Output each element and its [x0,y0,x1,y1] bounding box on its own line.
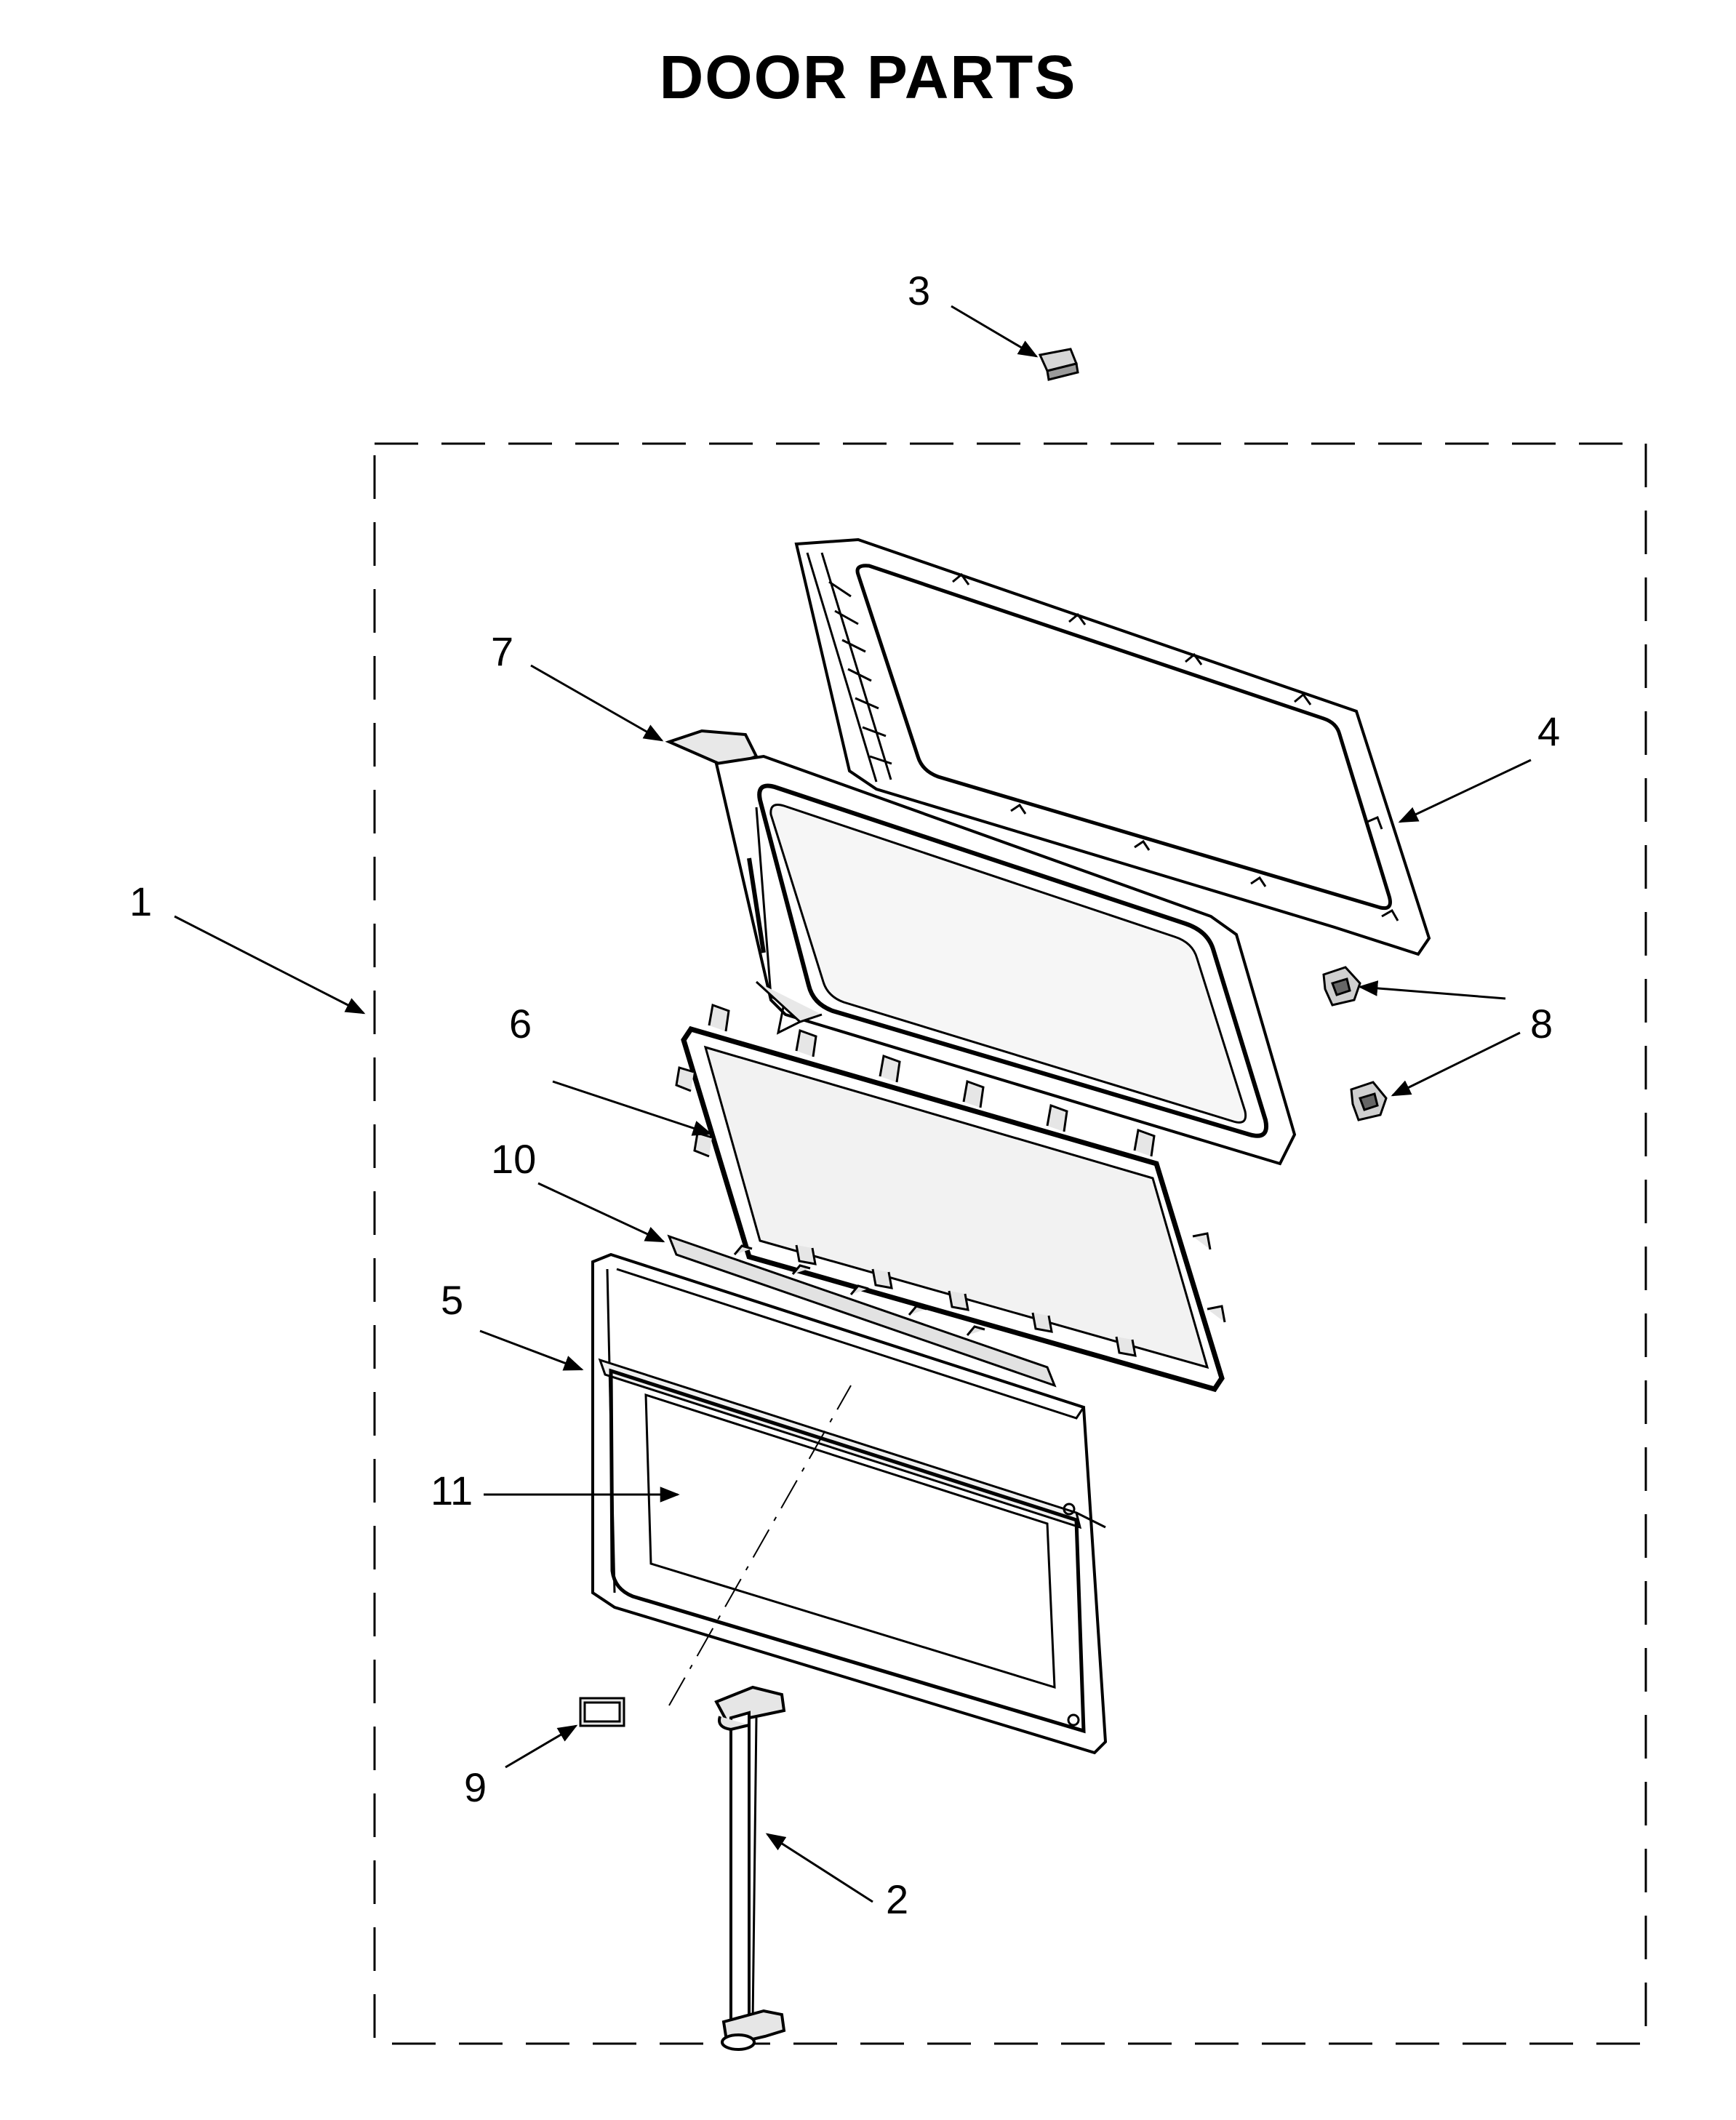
callout-4: 4 [1537,708,1561,754]
callout-8: 8 [1530,1001,1553,1047]
part-5-outer-door-panel [591,1252,1108,1755]
part-4-choke-frame [794,537,1431,956]
callout-1: 1 [129,879,153,924]
part-8-latch-upper [1322,966,1361,1007]
part-6-window-pack [675,1003,1226,1393]
diagram-title: DOOR PARTS [659,43,1077,111]
leader-lines [174,305,1532,1903]
part-2-handle [714,1685,786,2051]
callout-2: 2 [886,1876,909,1922]
part-10-bracket-strip [667,1234,1057,1388]
part-3-clip [1038,348,1079,381]
callout-11: 11 [431,1468,473,1513]
callout-9: 9 [464,1764,487,1810]
callout-10: 10 [491,1136,537,1182]
callout-5: 5 [441,1277,464,1323]
assembly-boundary [373,442,1647,2045]
part-8-latch-lower [1350,1081,1388,1121]
callout-3: 3 [908,268,931,313]
part-9-label [579,1697,625,1727]
callout-6: 6 [509,1001,532,1047]
callout-7: 7 [491,628,514,674]
part-7-inner-door-frame [665,729,1297,1166]
